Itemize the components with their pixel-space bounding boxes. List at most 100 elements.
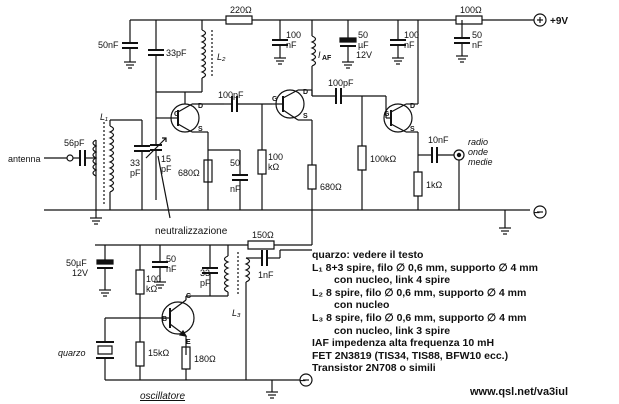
label-pin-s3: S — [410, 126, 415, 133]
label-c-100nf-b: 100 — [404, 30, 419, 40]
resistor-100-top — [456, 16, 482, 24]
supply-label: +9V — [550, 16, 568, 27]
label-pin-d1: D — [198, 103, 203, 110]
note-line: con nucleo, link 4 spire — [334, 274, 451, 287]
label-c-50nf-mid-unit: nF — [230, 184, 241, 194]
note-line: IAF impedenza alta frequenza 10 mH — [312, 337, 495, 350]
label-c-50uf-unit: µF — [358, 40, 369, 50]
note-line: quarzo: vedere il testo — [312, 249, 424, 261]
label-quarzo: quarzo — [58, 348, 86, 358]
label-r-15k: 15kΩ — [148, 348, 170, 358]
label-l1: L₁ — [100, 112, 108, 122]
coil-l3-link — [246, 258, 250, 282]
resistor-220 — [226, 16, 252, 24]
note-line: FET 2N3819 (TIS34, TIS88, BFW10 ecc.) — [312, 349, 509, 362]
label-minus-osc: − — [300, 376, 306, 387]
label-r-150: 150Ω — [252, 230, 274, 240]
label-c-50uf-volt: 12V — [356, 50, 372, 60]
osc-ground-terminal — [300, 374, 312, 386]
label-c-10nf: 10nF — [428, 135, 449, 145]
label-c-50nf: 50nF — [98, 40, 119, 50]
label-l2: L₂ — [217, 52, 226, 62]
coil-l1 — [110, 126, 114, 192]
label-c-100pf-2: 100pF — [328, 78, 354, 88]
label-c-50uf: 50 — [358, 30, 368, 40]
ground-terminal — [534, 206, 546, 218]
resistor-100k-osc — [136, 270, 144, 294]
resistor-150 — [248, 241, 274, 249]
coil-l2 — [202, 30, 206, 78]
label-c-56pf: 56pF — [64, 138, 85, 148]
label-pin-g2: G — [272, 96, 278, 103]
label-r-680-a: 680Ω — [178, 168, 200, 178]
label-pin-b: B — [162, 316, 167, 323]
label-r-100k-a: 100 — [268, 152, 283, 162]
label-c-100nf-b-unit: nF — [404, 40, 415, 50]
label-r-100k-osc: 100 — [146, 274, 161, 284]
label-c-50nf-mid: 50 — [230, 158, 240, 168]
label-c-100nf-a: 100 — [286, 30, 301, 40]
note-line: con nucleo — [334, 299, 390, 312]
label-iaf: I — [318, 50, 321, 60]
label-neutralizzazione: neutralizzazione — [155, 226, 228, 237]
label-pin-d3: D — [410, 103, 415, 110]
label-c-50nf-osc: 50 — [166, 254, 176, 264]
note-line: L₃ 8 spire, filo ∅ 0,6 mm, supporto ∅ 4 … — [312, 311, 527, 324]
label-c-33pf-l1-unit: pF — [130, 168, 141, 178]
note-line: L₂ 8 spire, filo ∅ 0,6 mm, supporto ∅ 4 … — [312, 286, 527, 299]
label-pin-s2: S — [303, 113, 308, 120]
label-c-50nf-osc-unit: nF — [166, 264, 177, 274]
label-r-100k-osc-unit: kΩ — [146, 284, 158, 294]
label-c-33pf-l1: 33 — [130, 158, 140, 168]
label-c-33pf-osc-unit: pF — [200, 278, 211, 288]
label-pin-g3: G — [384, 111, 390, 118]
label-c-100pf-1: 100pF — [218, 90, 244, 100]
label-pin-e: E — [186, 339, 191, 346]
resistor-1k — [414, 172, 422, 196]
note-line: L₁ 8+3 spire, filo ∅ 0,6 mm, supporto ∅ … — [312, 261, 538, 274]
label-pin-g1: G — [174, 111, 180, 118]
label-pin-s1: S — [198, 126, 203, 133]
label-c-50uf-osc-volt: 12V — [72, 268, 88, 278]
label-c-50nf-right-unit: nF — [472, 40, 483, 50]
label-pin-c: C — [186, 293, 191, 300]
source-url: www.qsl.net/va3iul — [470, 386, 569, 398]
supply-terminal — [534, 14, 546, 26]
label-r-220: 220Ω — [230, 5, 252, 15]
label-c-1nf: 1nF — [258, 270, 274, 280]
label-onde: onde — [468, 147, 488, 157]
crystal — [98, 346, 112, 354]
resistor-100k-b — [358, 146, 366, 170]
label-antenna: antenna — [8, 154, 41, 164]
note-line: Transistor 2N708 o simili — [312, 362, 436, 375]
label-r-100k-a-unit: kΩ — [268, 162, 280, 172]
coil-l1-link — [93, 140, 96, 176]
resistor-100k-a — [258, 150, 266, 174]
label-c-33pf-osc: 33 — [200, 268, 210, 278]
label-minus-main: − — [534, 208, 540, 219]
resistor-680-b — [308, 165, 316, 189]
label-iaf-sub: AF — [322, 55, 332, 62]
label-r-680-b: 680Ω — [320, 182, 342, 192]
resistor-15k — [136, 342, 144, 366]
label-r-180: 180Ω — [194, 354, 216, 364]
label-medie: medie — [468, 157, 493, 167]
label-oscillatore: oscillatore — [140, 391, 186, 402]
label-c-15pf-unit: pF — [161, 164, 172, 174]
label-r-100: 100Ω — [460, 5, 482, 15]
coil-iaf — [312, 36, 316, 66]
fet-3 — [384, 104, 412, 132]
component-notes: quarzo: vedere il testo L₁ 8+3 spire, fi… — [312, 249, 612, 375]
resistor-680-a — [204, 160, 212, 182]
label-radio: radio — [468, 137, 488, 147]
label-r-100k-b: 100kΩ — [370, 154, 397, 164]
label-c-33pf: 33pF — [166, 48, 187, 58]
label-c-50nf-right: 50 — [472, 30, 482, 40]
coil-l3 — [225, 256, 229, 292]
label-pin-d2: D — [303, 89, 308, 96]
label-c-15pf: 15 — [161, 154, 171, 164]
label-c-50uf-osc: 50µF — [66, 258, 87, 268]
label-l3: L₃ — [232, 308, 241, 318]
note-line: con nucleo, link 3 spire — [334, 324, 451, 337]
